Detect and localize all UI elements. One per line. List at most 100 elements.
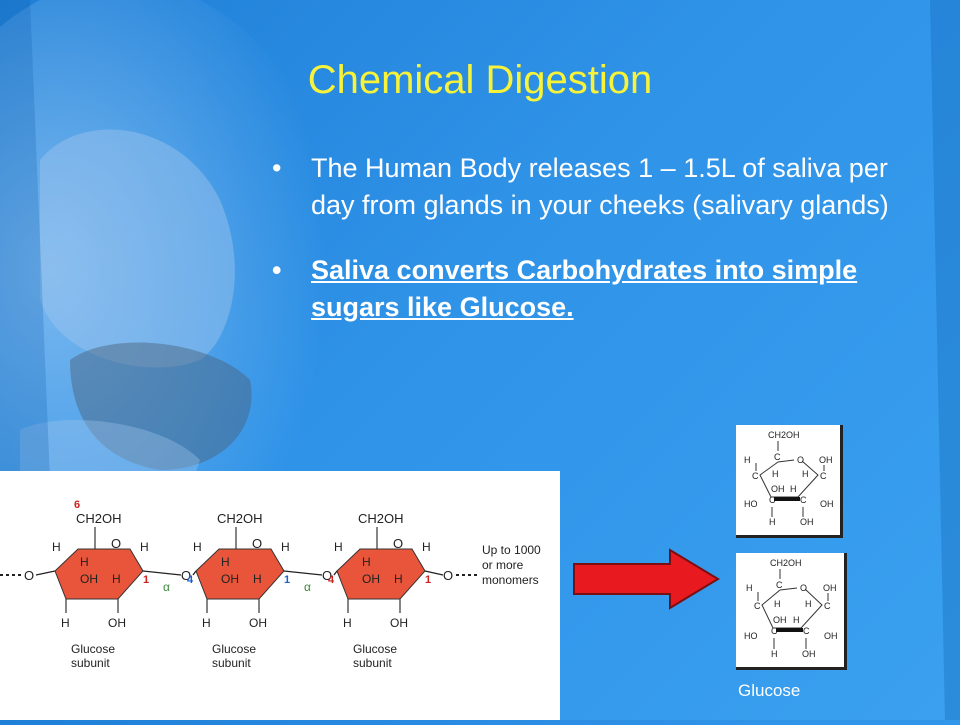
c-label: C xyxy=(820,471,827,481)
bond xyxy=(424,570,444,576)
bullet-list: • The Human Body releases 1 – 1.5L of sa… xyxy=(272,150,932,326)
h-label: H xyxy=(422,540,431,554)
h-label: H xyxy=(802,469,809,479)
ho-label: HO xyxy=(744,631,758,641)
carbon-number-1: 1 xyxy=(425,574,431,586)
ch2oh-label: CH2OH xyxy=(768,430,800,440)
h-label: H xyxy=(140,540,149,554)
c-label: C xyxy=(776,580,783,590)
alpha-symbol: α xyxy=(304,580,311,594)
oh-label: OH xyxy=(823,583,837,593)
oh-label: OH xyxy=(800,517,814,527)
carbon-number-6: 6 xyxy=(74,499,80,511)
h-label: H xyxy=(362,555,371,569)
c-label: C xyxy=(754,601,761,611)
h-label: H xyxy=(112,572,121,586)
ring-oxygen: O xyxy=(252,536,262,551)
h-label: H xyxy=(334,540,343,554)
oh-label: OH xyxy=(802,649,816,659)
chain-end-oxygen: O xyxy=(443,568,453,583)
h-label: H xyxy=(746,583,753,593)
subunit-label-line1: Glucose xyxy=(353,642,397,656)
oh-label: OH xyxy=(221,572,239,586)
slide-title: Chemical Digestion xyxy=(307,58,653,102)
oh-label: OH xyxy=(80,572,98,586)
subunit-label-line2: subunit xyxy=(353,656,392,670)
h-label: H xyxy=(343,616,352,630)
h-label: H xyxy=(771,649,778,659)
h-label: H xyxy=(793,615,800,625)
glucose-structure-top: CH2OH H C O OH C H C H OH H HO C C OH H … xyxy=(736,425,843,538)
glucose-chain-svg: O 6 CH2OH O H H OH H H 1 H OH Glucose su… xyxy=(0,499,541,670)
glucose-subunit-3: CH2OH O H H OH H H 1 H OH Glucose subuni… xyxy=(334,511,431,670)
carbon-number-1: 1 xyxy=(143,574,149,586)
oh-label: OH xyxy=(390,616,408,630)
h-label: H xyxy=(80,555,89,569)
glucose-ring xyxy=(336,548,426,600)
bullet-item-saliva-volume: • The Human Body releases 1 – 1.5L of sa… xyxy=(272,150,932,224)
h-label: H xyxy=(52,540,61,554)
chain-oxygen: O xyxy=(24,568,34,583)
carbon-number-4: 4 xyxy=(187,574,194,586)
o-label: O xyxy=(800,583,807,593)
c-label: C xyxy=(774,452,781,462)
c-label: C xyxy=(771,626,778,636)
monomer-note-line1: Up to 1000 xyxy=(482,543,541,557)
o-label: O xyxy=(797,455,804,465)
h-label: H xyxy=(202,616,211,630)
subunit-label-line1: Glucose xyxy=(212,642,256,656)
subunit-label-line1: Glucose xyxy=(71,642,115,656)
monomer-note-line2: or more xyxy=(482,558,524,572)
oh-label: OH xyxy=(819,455,833,465)
h-label: H xyxy=(221,555,230,569)
ring-oxygen: O xyxy=(111,536,121,551)
ch2oh-label: CH2OH xyxy=(358,511,404,526)
bullet-text: The Human Body releases 1 – 1.5L of sali… xyxy=(311,153,889,220)
bullet-text: Saliva converts Carbohydrates into simpl… xyxy=(311,255,858,322)
glycosidic-oxygen: O xyxy=(181,568,191,583)
h-label: H xyxy=(774,599,781,609)
carbon-number-4: 4 xyxy=(328,574,335,586)
subunit-label-line2: subunit xyxy=(71,656,110,670)
glucose-structure-svg: CH2OH H C O OH C H C H OH H HO C C OH H … xyxy=(744,558,838,659)
c-label: C xyxy=(803,626,810,636)
c-label: C xyxy=(824,601,831,611)
oh-label: OH xyxy=(824,631,838,641)
monomer-note-line3: monomers xyxy=(482,573,539,587)
ch2oh-label: CH2OH xyxy=(217,511,263,526)
glucose-ring xyxy=(195,548,285,600)
ch2oh-label: CH2OH xyxy=(770,558,802,568)
ring-oxygen: O xyxy=(393,536,403,551)
glucose-chain-diagram: O 6 CH2OH O H H OH H H 1 H OH Glucose su… xyxy=(0,471,560,720)
subunit-label-line2: subunit xyxy=(212,656,251,670)
h-label: H xyxy=(193,540,202,554)
glucose-ring xyxy=(54,548,144,600)
alpha-symbol: α xyxy=(163,580,170,594)
h-label: H xyxy=(61,616,70,630)
oh-label: OH xyxy=(362,572,380,586)
ch2oh-label: CH2OH xyxy=(76,511,122,526)
h-label: H xyxy=(253,572,262,586)
bullet-dot: • xyxy=(272,255,282,285)
glucose-structure-svg: CH2OH H C O OH C H C H OH H HO C C OH H … xyxy=(744,430,834,527)
oh-label: OH xyxy=(108,616,126,630)
oh-label: OH xyxy=(249,616,267,630)
right-arrow-icon xyxy=(573,548,720,610)
h-label: H xyxy=(281,540,290,554)
bullet-item-saliva-conversion: • Saliva converts Carbohydrates into sim… xyxy=(272,252,932,326)
c-label: C xyxy=(752,471,759,481)
h-label: H xyxy=(772,469,779,479)
glucose-subunit-1: 6 CH2OH O H H OH H H 1 H OH Glucose subu… xyxy=(52,499,149,670)
glycosidic-oxygen: O xyxy=(322,568,332,583)
oh-label: OH xyxy=(771,484,785,494)
bond xyxy=(283,570,323,576)
bullet-dot: • xyxy=(272,153,282,183)
h-label: H xyxy=(744,455,751,465)
oh-label: OH xyxy=(773,615,787,625)
bond xyxy=(35,570,56,576)
h-label: H xyxy=(769,517,776,527)
glucose-caption: Glucose xyxy=(738,681,801,700)
h-label: H xyxy=(790,484,797,494)
oh-label: OH xyxy=(820,499,834,509)
bond xyxy=(192,570,197,576)
